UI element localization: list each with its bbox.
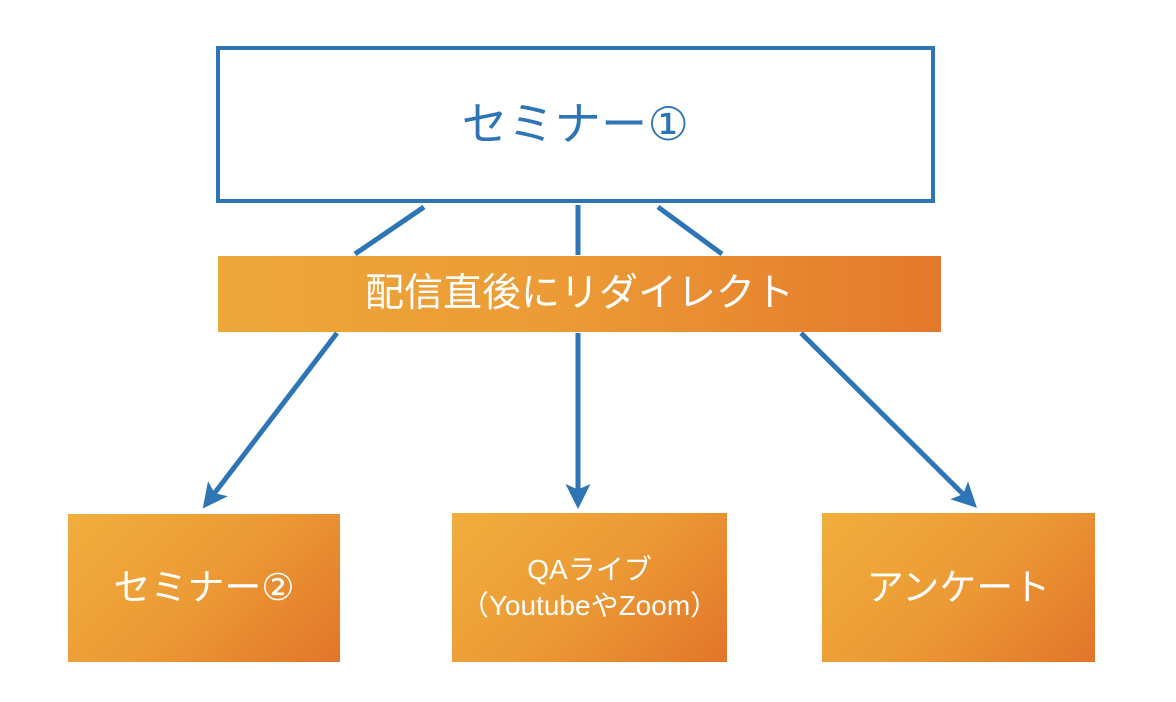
connector-top-to-band-right: [656, 204, 724, 257]
node-survey-label: アンケート: [866, 566, 1051, 608]
node-qa-live-label: QAライブ: [527, 553, 652, 585]
node-redirect-band[interactable]: 配信直後にリダイレクト: [218, 256, 941, 332]
node-survey[interactable]: アンケート: [822, 513, 1095, 662]
node-qa-live[interactable]: QAライブ （YoutubeやZoom）: [452, 513, 727, 662]
connector-top-to-band-left: [353, 204, 426, 257]
node-seminar-1-label: セミナー①: [461, 98, 690, 151]
node-seminar-2[interactable]: セミナー②: [68, 514, 340, 662]
node-seminar-1[interactable]: セミナー①: [216, 46, 935, 203]
arrow-band-to-survey: [799, 331, 977, 508]
node-qa-live-sublabel: （YoutubeやZoom）: [460, 589, 719, 621]
arrow-band-to-seminar2: [202, 331, 339, 509]
node-redirect-band-label: 配信直後にリダイレクト: [364, 271, 794, 315]
node-seminar-2-label: セミナー②: [113, 567, 295, 609]
